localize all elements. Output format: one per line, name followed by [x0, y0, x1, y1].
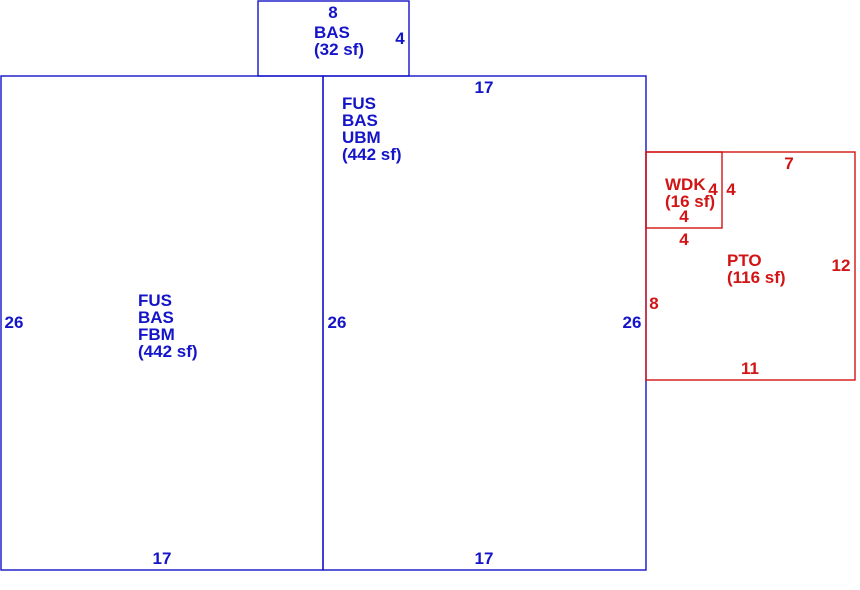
dim-fbm-left: 26 [5, 313, 24, 332]
dim-ubm-right: 26 [623, 313, 642, 332]
dim-pto-bottom: 11 [741, 359, 759, 378]
bas-small-code: BAS [314, 23, 350, 42]
dim-fbm-bottom: 17 [153, 549, 172, 568]
dim-wdk-left: 4 [708, 180, 718, 199]
fus-ubm-area: (442 sf) [342, 145, 402, 164]
dim-pto-top: 7 [784, 154, 793, 173]
wdk-area: (16 sf) [665, 192, 715, 211]
dim-bas-small-top: 8 [328, 3, 337, 22]
fus-fbm-code-3: FBM [138, 325, 175, 344]
fus-fbm-area: (442 sf) [138, 342, 198, 361]
fus-ubm-label: FUS BAS UBM (442 sf) [342, 94, 402, 164]
dim-wdk-bottom-inner: 4 [679, 207, 689, 226]
bas-small-label: BAS (32 sf) [314, 23, 364, 59]
pto-code: PTO [727, 251, 762, 270]
wdk-label: WDK (16 sf) [665, 175, 715, 211]
fus-ubm-code-3: UBM [342, 128, 381, 147]
dim-pto-right: 12 [832, 256, 851, 275]
wdk-code: WDK [665, 175, 706, 194]
bas-small-area: (32 sf) [314, 40, 364, 59]
dim-bas-small-right: 4 [395, 29, 405, 48]
pto-outline [645, 151, 856, 381]
dim-wdk-bottom-outer: 4 [679, 230, 689, 249]
fus-fbm-label: FUS BAS FBM (442 sf) [138, 291, 198, 361]
pto-label: PTO (116 sf) [727, 251, 786, 287]
dim-middle-wall: 26 [328, 313, 347, 332]
wdk-outline [645, 151, 723, 229]
fus-fbm-code-1: FUS [138, 291, 172, 310]
pto-area: (116 sf) [727, 268, 786, 287]
dim-pto-left: 8 [649, 294, 658, 313]
dim-wdk-right: 4 [726, 180, 736, 199]
dim-ubm-bottom: 17 [475, 549, 494, 568]
fus-fbm-code-2: BAS [138, 308, 174, 327]
fus-ubm-code-1: FUS [342, 94, 376, 113]
fus-ubm-code-2: BAS [342, 111, 378, 130]
dim-ubm-top: 17 [475, 78, 494, 97]
